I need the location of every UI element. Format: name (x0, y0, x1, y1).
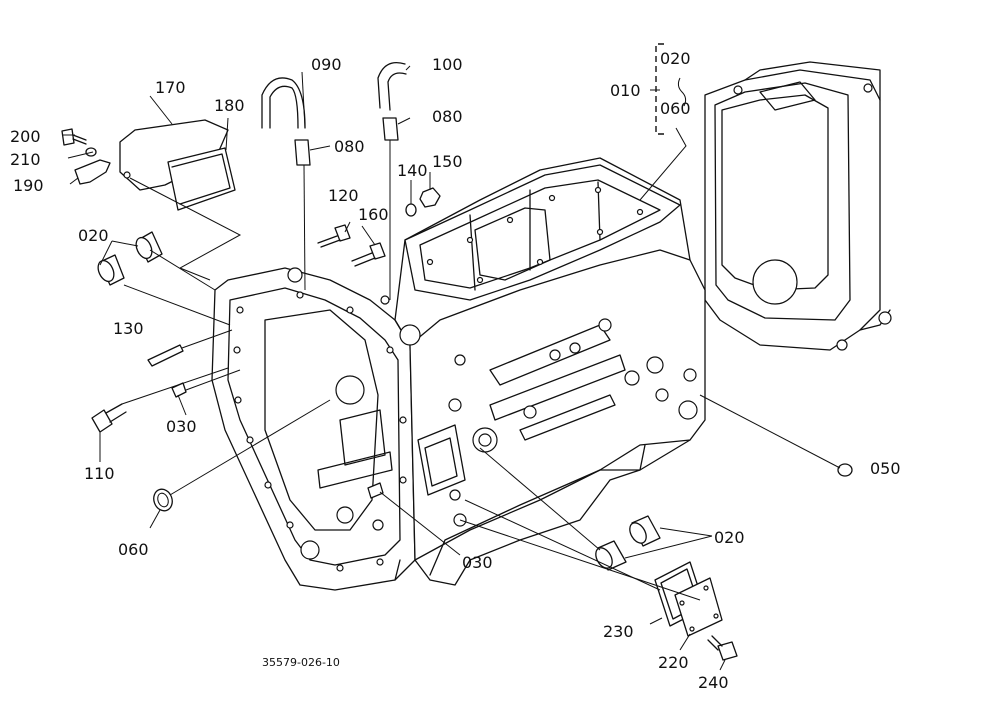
part-120-bolt (317, 224, 351, 248)
part-110-plug (91, 403, 127, 433)
label-240: 240 (698, 673, 729, 692)
label-100: 100 (432, 55, 463, 74)
label-180: 180 (214, 96, 245, 115)
label-150: 150 (432, 152, 463, 171)
part-060-seal (153, 488, 173, 512)
part-190-clamp (74, 159, 111, 185)
label-050: 050 (870, 459, 901, 478)
label-110: 110 (84, 464, 115, 483)
label-010: 010 (610, 81, 641, 100)
label-060-bottom: 060 (118, 540, 149, 559)
label-200: 200 (10, 127, 41, 146)
label-210: 210 (10, 150, 41, 169)
transmission-case (211, 157, 706, 591)
bracket-squiggle (677, 77, 687, 107)
part-200-bolt (61, 128, 87, 146)
label-030-left: 030 (166, 417, 197, 436)
label-170: 170 (155, 78, 186, 97)
label-020-left: 020 (78, 226, 109, 245)
part-160-bolt (351, 242, 386, 267)
part-130-stud (147, 344, 184, 367)
part-030-pin-b (367, 482, 384, 499)
label-020-right: 020 (714, 528, 745, 547)
label-160: 160 (358, 205, 389, 224)
label-060-top: 060 (660, 99, 691, 118)
label-080-right: 080 (432, 107, 463, 126)
part-100-elbow (377, 61, 406, 109)
part-150-nut (419, 187, 441, 208)
label-140: 140 (397, 161, 428, 180)
part-180-filter (167, 147, 236, 211)
label-220: 220 (658, 653, 689, 672)
label-020-top: 020 (660, 49, 691, 68)
drawing-code: 35579-026-10 (262, 656, 340, 669)
part-050-plug (837, 463, 853, 477)
part-020-bushings-left (97, 231, 163, 286)
label-190: 190 (13, 176, 44, 195)
part-020-bushings-right (595, 515, 661, 571)
label-080-left: 080 (334, 137, 365, 156)
label-090: 090 (311, 55, 342, 74)
part-080-fitting-b (382, 117, 399, 141)
part-140-washer (405, 203, 417, 217)
label-130: 130 (113, 319, 144, 338)
part-220-cover (674, 577, 723, 637)
assembly-bracket (655, 43, 664, 135)
leader-lines (62, 65, 841, 671)
part-240-bolt (707, 635, 738, 661)
label-030-bottom: 030 (462, 553, 493, 572)
label-230: 230 (603, 622, 634, 641)
callout-labels: 200 210 190 170 180 090 100 080 080 010 … (10, 49, 901, 692)
mating-housing (704, 61, 892, 351)
label-120: 120 (328, 186, 359, 205)
part-080-fitting-a (294, 139, 311, 166)
